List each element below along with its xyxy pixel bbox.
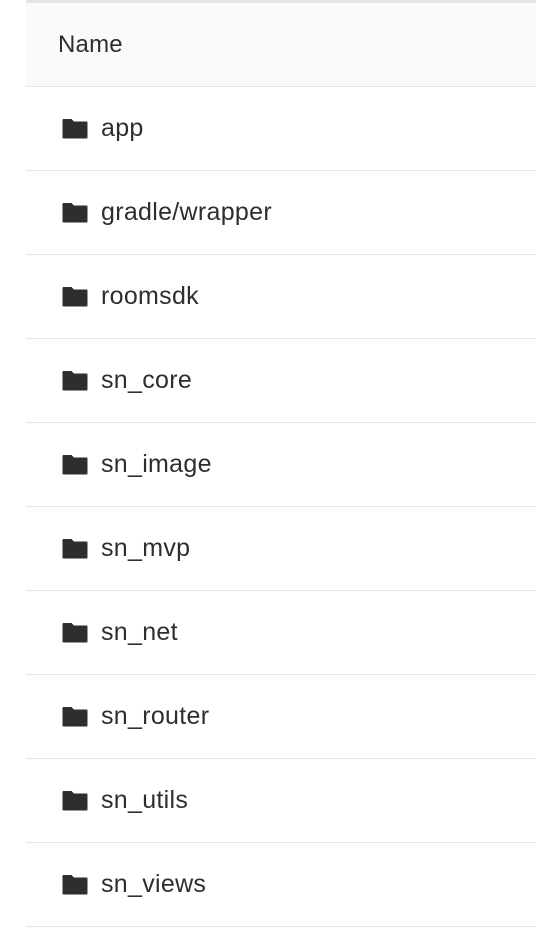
tree-item-name[interactable]: sn_net <box>101 618 178 646</box>
tree-item-gradle-wrapper[interactable]: gradle/wrapper <box>26 171 536 255</box>
tree-item-sn-views[interactable]: sn_views <box>26 843 536 927</box>
folder-icon <box>61 286 88 308</box>
tree-item-sn-net[interactable]: sn_net <box>26 591 536 675</box>
tree-item-name[interactable]: sn_image <box>101 450 212 478</box>
tree-item-name[interactable]: sn_utils <box>101 786 189 814</box>
tree-item-name[interactable]: sn_mvp <box>101 534 191 562</box>
table-header: Name <box>26 3 536 87</box>
folder-icon <box>61 706 88 728</box>
folder-icon <box>61 874 88 896</box>
folder-icon <box>61 790 88 812</box>
file-tree-table: Name app gradle/wrapper roomsdk sn_core … <box>26 0 536 932</box>
tree-item-name[interactable]: app <box>101 114 144 142</box>
tree-item-name[interactable]: sn_core <box>101 366 193 394</box>
folder-icon <box>61 118 88 140</box>
tree-item-sn-core[interactable]: sn_core <box>26 339 536 423</box>
tree-item-roomsdk[interactable]: roomsdk <box>26 255 536 339</box>
tree-item-sn-mvp[interactable]: sn_mvp <box>26 507 536 591</box>
tree-item-name[interactable]: roomsdk <box>101 282 199 310</box>
folder-icon <box>61 622 88 644</box>
tree-item-sn-utils[interactable]: sn_utils <box>26 759 536 843</box>
tree-item-name[interactable]: sn_router <box>101 702 210 730</box>
folder-icon <box>61 538 88 560</box>
tree-item-sn-router[interactable]: sn_router <box>26 675 536 759</box>
tree-item-name[interactable]: gradle/wrapper <box>101 198 272 226</box>
tree-item-name[interactable]: sn_views <box>101 870 207 898</box>
folder-icon <box>61 202 88 224</box>
name-column-header: Name <box>58 30 123 58</box>
tree-item-sn-image[interactable]: sn_image <box>26 423 536 507</box>
folder-icon <box>61 454 88 476</box>
folder-icon <box>61 370 88 392</box>
tree-item-app[interactable]: app <box>26 87 536 171</box>
